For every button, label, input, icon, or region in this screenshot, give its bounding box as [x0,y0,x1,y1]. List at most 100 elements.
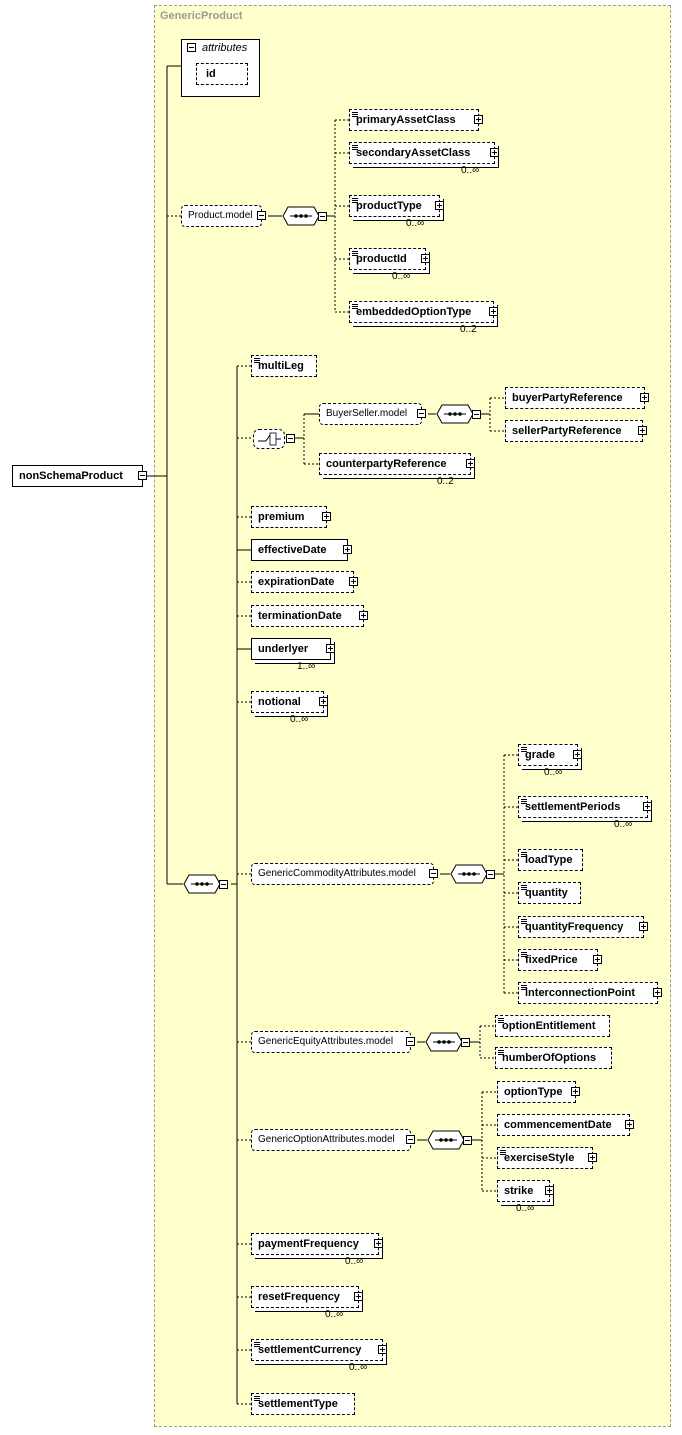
expand-icon[interactable] [343,545,352,554]
cardinality-label: 0..∞ [325,1309,344,1320]
element-productid[interactable]: productId [349,248,426,270]
element-strike[interactable]: strike [497,1180,550,1202]
element-primaryassetclass-label: primaryAssetClass [356,114,456,126]
model-product[interactable]: Product.model [181,205,262,227]
expand-icon[interactable] [489,307,498,316]
element-terminationdate[interactable]: terminationDate [251,605,364,627]
element-interconnectionpoint[interactable]: interconnectionPoint [518,982,658,1004]
element-commencementdate[interactable]: commencementDate [497,1114,630,1136]
element-numberofoptions-label: numberOfOptions [502,1052,597,1064]
element-multileg[interactable]: multiLeg [251,355,317,377]
expand-icon[interactable] [573,750,582,759]
sequence-option[interactable] [427,1130,465,1150]
element-terminationdate-label: terminationDate [258,610,342,622]
expand-icon[interactable] [322,512,331,521]
element-expirationdate[interactable]: expirationDate [251,571,354,593]
expand-icon[interactable] [374,1239,383,1248]
element-optiontype[interactable]: optionType [497,1081,576,1103]
collapse-icon[interactable] [286,434,295,443]
collapse-icon[interactable] [257,211,266,220]
cardinality-label: 0..∞ [290,714,309,725]
expand-icon[interactable] [571,1087,580,1096]
cardinality-label: 0..∞ [392,271,411,282]
collapse-icon[interactable] [486,870,495,879]
collapse-icon[interactable] [461,1038,470,1047]
cardinality-label: 0..∞ [349,1362,368,1373]
collapse-icon[interactable] [417,409,426,418]
expand-icon[interactable] [435,201,444,210]
collapse-icon[interactable] [318,212,327,221]
cardinality-label: 0..∞ [345,1256,364,1267]
element-buyerpartyreference[interactable]: buyerPartyReference [505,387,645,409]
model-buyerseller[interactable]: BuyerSeller.model [319,403,422,425]
cardinality-label: 0..∞ [516,1203,535,1214]
element-settlementtype-label: settlementType [258,1398,338,1410]
expand-icon[interactable] [588,1153,597,1162]
element-numberofoptions[interactable]: numberOfOptions [495,1047,612,1069]
model-genericcommodityattributes[interactable]: GenericCommodityAttributes.model [251,863,434,885]
expand-icon[interactable] [378,1345,387,1354]
element-notional[interactable]: notional [251,691,324,713]
element-resetfrequency[interactable]: resetFrequency [251,1286,359,1308]
expand-icon[interactable] [625,1120,634,1129]
expand-icon[interactable] [490,148,499,157]
element-multileg-label: multiLeg [258,360,304,372]
model-genericequityattributes-label: GenericEquityAttributes.model [258,1036,394,1047]
expand-icon[interactable] [474,115,483,124]
model-genericoptionattributes[interactable]: GenericOptionAttributes.model [251,1129,411,1151]
expand-icon[interactable] [639,922,648,931]
sequence-equity[interactable] [425,1032,463,1052]
collapse-icon[interactable] [138,471,147,480]
element-producttype[interactable]: productType [349,195,440,217]
element-fixedprice[interactable]: fixedPrice [518,949,598,971]
expand-icon[interactable] [319,697,328,706]
attribute-id[interactable]: id [196,63,248,85]
expand-icon[interactable] [466,459,475,468]
element-nonschemaproduct[interactable]: nonSchemaProduct [12,465,143,487]
expand-icon[interactable] [638,426,647,435]
element-premium[interactable]: premium [251,506,327,528]
expand-icon[interactable] [421,254,430,263]
model-genericequityattributes[interactable]: GenericEquityAttributes.model [251,1031,411,1053]
element-counterpartyreference[interactable]: counterpartyReference [319,453,471,475]
collapse-icon[interactable] [219,880,228,889]
expand-icon[interactable] [545,1186,554,1195]
element-loadtype[interactable]: loadType [518,849,583,871]
choice-compositor[interactable] [253,429,285,449]
collapse-icon[interactable] [187,43,196,52]
element-embeddedoptiontype[interactable]: embeddedOptionType [349,301,494,323]
expand-icon[interactable] [653,988,662,997]
expand-icon[interactable] [359,611,368,620]
sequence-buyerseller[interactable] [436,404,474,424]
element-exercisestyle[interactable]: exerciseStyle [497,1147,593,1169]
expand-icon[interactable] [349,577,358,586]
expand-icon[interactable] [593,955,602,964]
collapse-icon[interactable] [406,1037,415,1046]
sequence-main[interactable] [183,874,221,894]
element-secondaryassetclass[interactable]: secondaryAssetClass [349,142,495,164]
collapse-icon[interactable] [406,1135,415,1144]
element-effectivedate[interactable]: effectiveDate [251,539,348,561]
element-optionentitlement[interactable]: optionEntitlement [495,1015,610,1037]
cardinality-label: 0..∞ [544,767,563,778]
expand-icon[interactable] [326,644,335,653]
element-underlyer[interactable]: underlyer [251,638,331,660]
element-settlementperiods[interactable]: settlementPeriods [518,796,648,818]
collapse-icon[interactable] [429,869,438,878]
expand-icon[interactable] [640,393,649,402]
expand-icon[interactable] [643,802,652,811]
element-sellerpartyreference[interactable]: sellerPartyReference [505,420,643,442]
sequence-commodity[interactable] [450,864,488,884]
sequence-product[interactable] [282,206,320,226]
collapse-icon[interactable] [472,410,481,419]
element-nonschemaproduct-label: nonSchemaProduct [19,470,123,482]
element-grade[interactable]: grade [518,744,578,766]
expand-icon[interactable] [354,1292,363,1301]
collapse-icon[interactable] [463,1136,472,1145]
element-paymentfrequency[interactable]: paymentFrequency [251,1233,379,1255]
element-primaryassetclass[interactable]: primaryAssetClass [349,109,479,131]
element-settlementtype[interactable]: settlementType [251,1393,355,1415]
element-settlementcurrency[interactable]: settlementCurrency [251,1339,383,1361]
element-quantity[interactable]: quantity [518,882,581,904]
element-quantityfrequency[interactable]: quantityFrequency [518,916,644,938]
